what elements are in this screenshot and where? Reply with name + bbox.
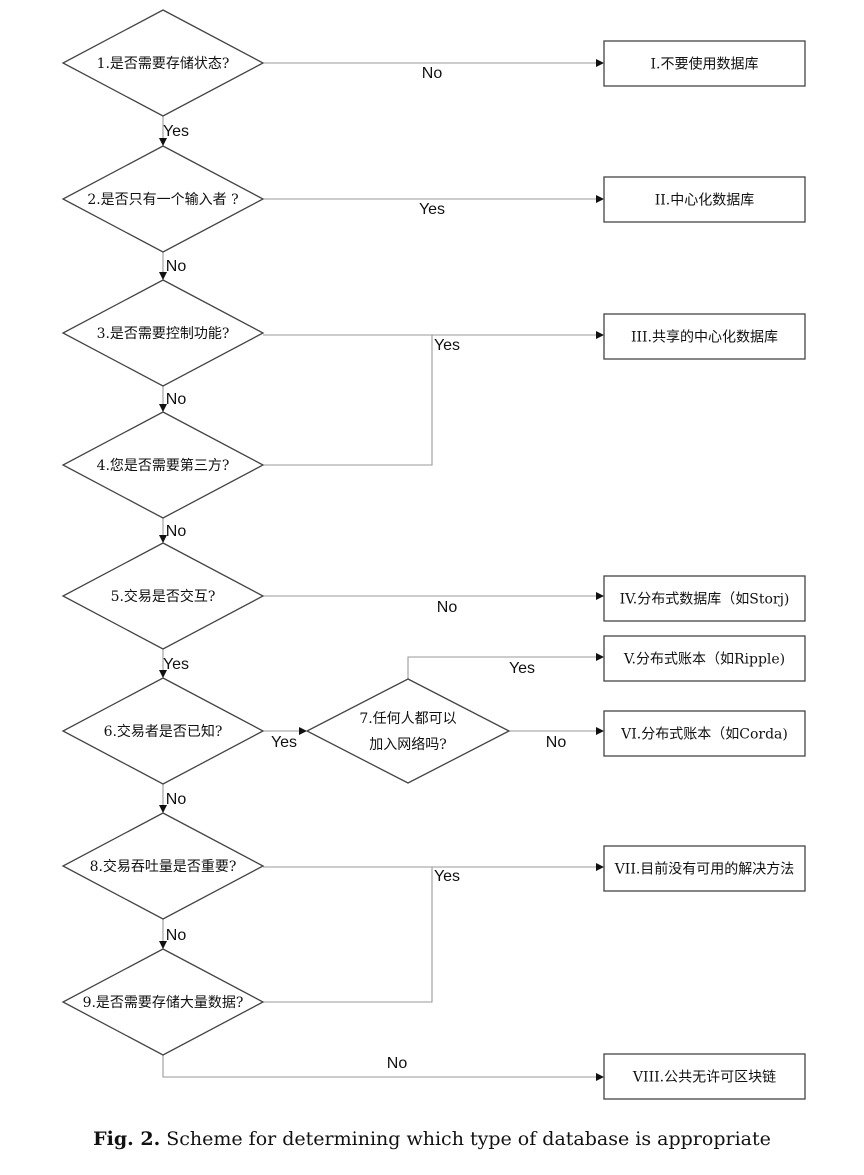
decision-diamond bbox=[61, 948, 265, 1056]
caption-label: Fig. 2. bbox=[93, 1128, 161, 1150]
outcome-text: V.分布式账本（如Ripple) bbox=[623, 652, 785, 668]
figure-caption: Fig. 2. Scheme for determining which typ… bbox=[0, 1128, 864, 1150]
edge-label-yes: Yes bbox=[419, 201, 445, 218]
decision-diamond bbox=[305, 678, 511, 784]
decision-diamond bbox=[61, 9, 265, 117]
outcome-text: II.中心化数据库 bbox=[655, 193, 755, 209]
outcome-box bbox=[603, 710, 806, 757]
edge-label-no: No bbox=[166, 927, 187, 944]
decision-diamond bbox=[61, 542, 265, 650]
edge-label-yes: Yes bbox=[271, 734, 297, 751]
edge-label-no: No bbox=[546, 734, 567, 751]
outcome-o1: I.不要使用数据库 bbox=[603, 40, 806, 87]
nodes-layer: 1.是否需要存储状态? 2.是否只有一个输入者 ? 3.是否需要控制功能? 4.您是否… bbox=[61, 9, 806, 1100]
decision-text: 4.您是否需要第三方? bbox=[97, 457, 230, 474]
flowchart-diagram: 1.是否需要存储状态? 2.是否只有一个输入者 ? 3.是否需要控制功能? 4.您是否… bbox=[61, 9, 806, 1100]
outcome-text: III.共享的中心化数据库 bbox=[631, 329, 778, 346]
edge-label-no: No bbox=[166, 391, 187, 408]
edge-label-no: No bbox=[422, 65, 443, 82]
outcome-box bbox=[603, 313, 806, 360]
outcome-o2: II.中心化数据库 bbox=[603, 176, 806, 223]
decision-diamond bbox=[61, 812, 265, 920]
outcome-text: I.不要使用数据库 bbox=[651, 56, 759, 73]
edge-label-no: No bbox=[166, 791, 187, 808]
edge-label-yes: Yes bbox=[163, 123, 189, 140]
decision-d8: 8.交易吞吐量是否重要? bbox=[61, 812, 265, 920]
decision-text: 1.是否需要存储状态? bbox=[97, 56, 230, 72]
decision-text: 加入网络吗? bbox=[369, 737, 447, 753]
edge-label-yes: Yes bbox=[163, 656, 189, 673]
decision-text: 7.任何人都可以 bbox=[359, 711, 456, 727]
decision-text: 2.是否只有一个输入者 ? bbox=[87, 192, 238, 208]
outcome-box bbox=[603, 40, 806, 87]
outcome-box bbox=[603, 1053, 806, 1100]
edge-label-no: No bbox=[387, 1055, 408, 1072]
edge-label-no: No bbox=[166, 523, 187, 540]
outcome-o7: VII.目前没有可用的解决方法 bbox=[603, 845, 806, 892]
outcome-o4: IV.分布式数据库（如Storj) bbox=[603, 575, 806, 622]
edge-d4-to-o3 bbox=[263, 335, 433, 466]
decision-text: 9.是否需要存储大量数据? bbox=[83, 995, 244, 1011]
decision-d5: 5.交易是否交互? bbox=[61, 542, 265, 650]
decision-text: 5.交易是否交互? bbox=[111, 588, 216, 605]
decision-diamond bbox=[61, 411, 265, 519]
outcome-o3: III.共享的中心化数据库 bbox=[603, 313, 806, 360]
outcome-box bbox=[603, 635, 806, 682]
decision-diamond bbox=[61, 677, 265, 785]
edge-label-yes: Yes bbox=[434, 337, 460, 354]
edge-label-yes: Yes bbox=[509, 660, 535, 677]
decision-diamond bbox=[61, 145, 265, 253]
edge-d9-to-o8 bbox=[162, 1055, 604, 1081]
outcome-box bbox=[603, 575, 806, 622]
decision-d1: 1.是否需要存储状态? bbox=[61, 9, 265, 117]
outcome-o8: VIII.公共无许可区块链 bbox=[603, 1053, 806, 1100]
edge-d9-to-o7 bbox=[263, 867, 433, 1003]
decision-d4: 4.您是否需要第三方? bbox=[61, 411, 265, 519]
outcome-text: IV.分布式数据库（如Storj) bbox=[620, 592, 790, 608]
outcome-o5: V.分布式账本（如Ripple) bbox=[603, 635, 806, 682]
decision-d2: 2.是否只有一个输入者 ? bbox=[61, 145, 265, 253]
outcome-box bbox=[603, 176, 806, 223]
outcome-o6: VI.分布式账本（如Corda) bbox=[603, 710, 806, 757]
decision-d9: 9.是否需要存储大量数据? bbox=[61, 948, 265, 1056]
decision-diamond bbox=[61, 279, 265, 387]
outcome-box bbox=[603, 845, 806, 892]
caption-text: Scheme for determining which type of dat… bbox=[166, 1128, 771, 1150]
decision-d6: 6.交易者是否已知? bbox=[61, 677, 265, 785]
edges-layer bbox=[159, 59, 604, 1081]
edge-label-no: No bbox=[166, 258, 187, 275]
outcome-text: VI.分布式账本（如Corda) bbox=[620, 727, 788, 743]
outcome-text: VII.目前没有可用的解决方法 bbox=[614, 861, 795, 878]
decision-text: 6.交易者是否已知? bbox=[104, 723, 223, 740]
decision-d3: 3.是否需要控制功能? bbox=[61, 279, 265, 387]
edge-d7-to-o5 bbox=[407, 653, 604, 679]
edge-label-yes: Yes bbox=[434, 868, 460, 885]
decision-text: 8.交易吞吐量是否重要? bbox=[90, 858, 237, 875]
outcome-text: VIII.公共无许可区块链 bbox=[632, 1070, 776, 1086]
edge-label-no: No bbox=[437, 599, 458, 616]
decision-text: 3.是否需要控制功能? bbox=[97, 326, 230, 342]
